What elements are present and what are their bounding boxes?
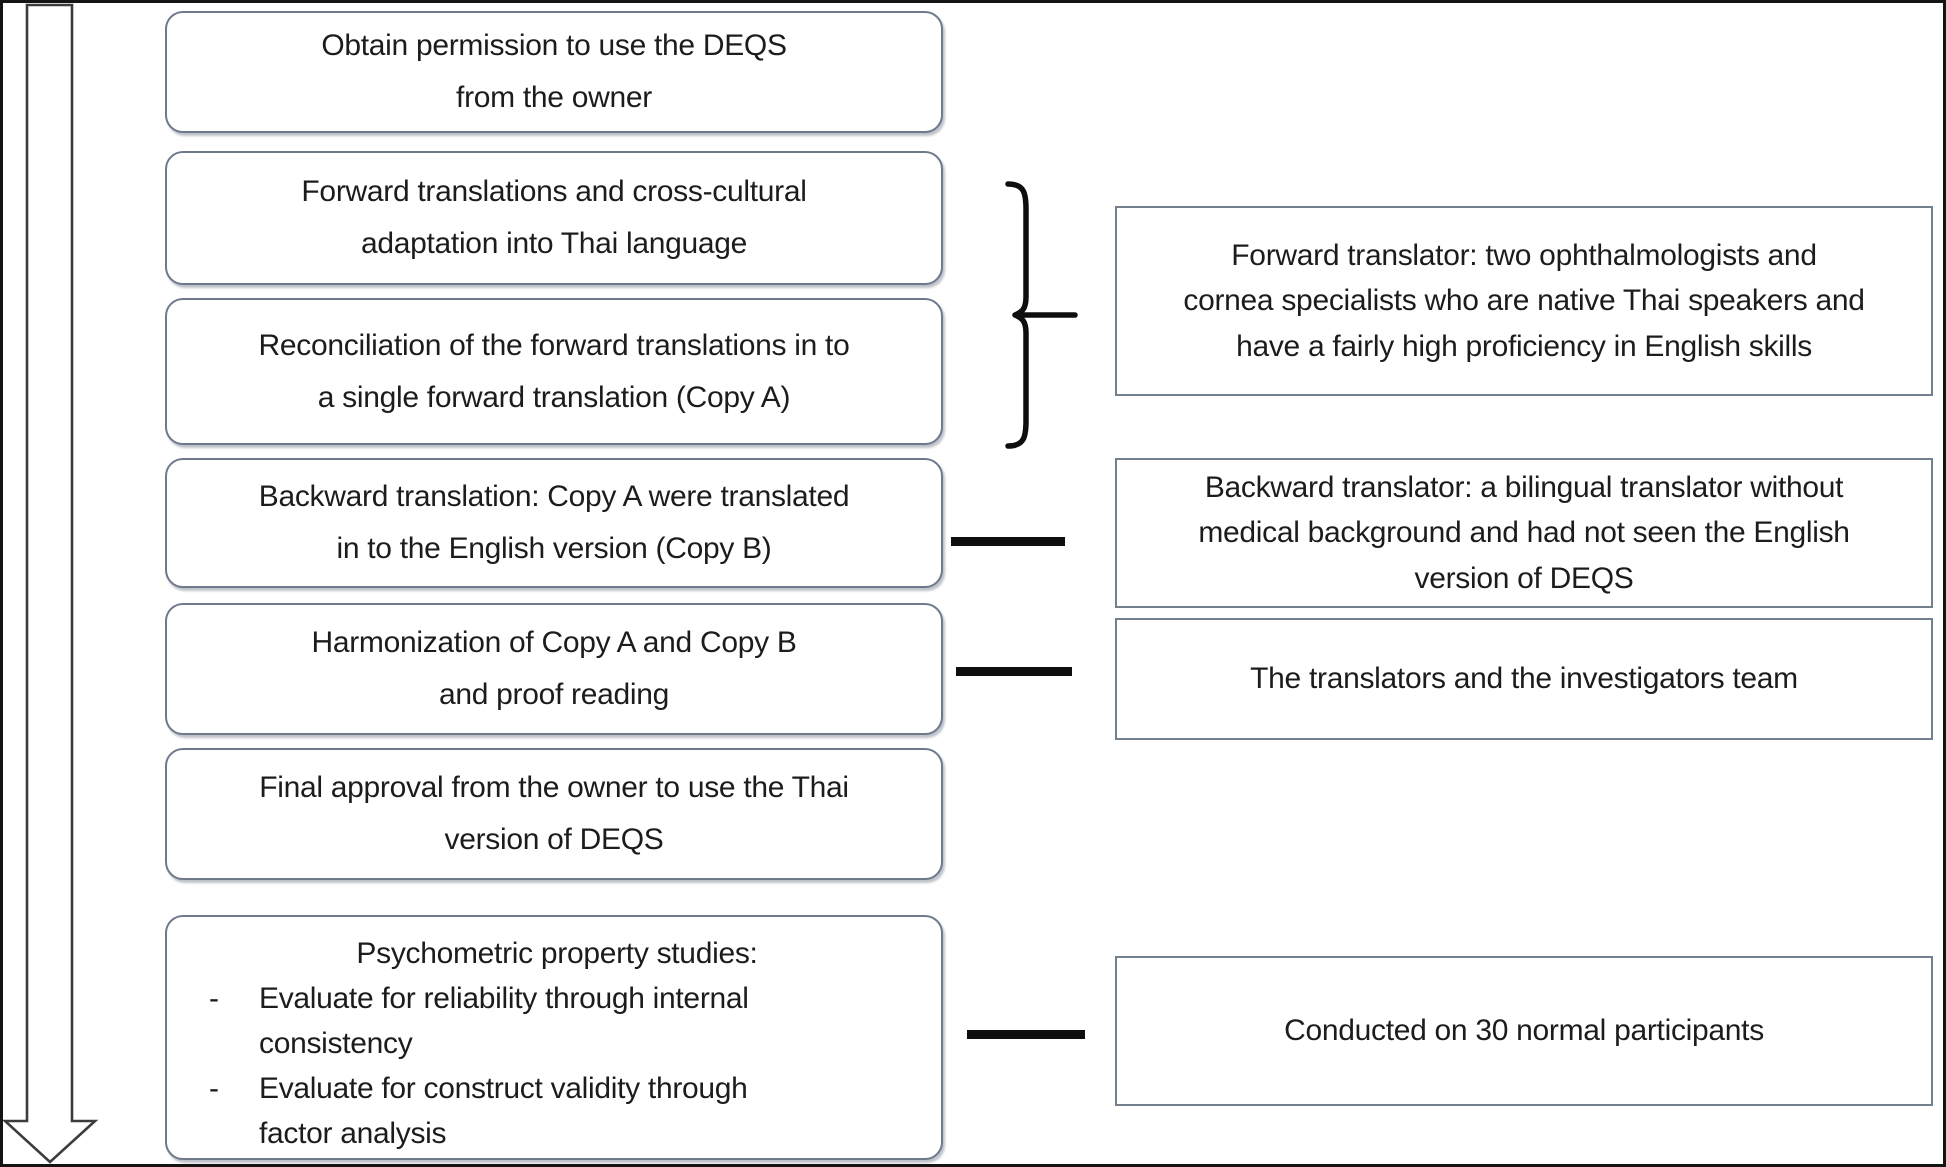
psychometric-bullet-1: - Evaluate for reliability through inter… (209, 976, 905, 1066)
flow-step-obtain-permission: Obtain permission to use the DEQS from t… (165, 11, 943, 133)
psychometric-title: Psychometric property studies: (356, 937, 758, 970)
flow-step-harmonization: Harmonization of Copy A and Copy B and p… (165, 603, 943, 735)
connector-line-harmonization (956, 667, 1072, 676)
annotation-forward-translator: Forward translator: two ophthalmologists… (1115, 206, 1933, 396)
bullet-dash: - (209, 982, 219, 1015)
curly-brace-icon (1005, 181, 1078, 449)
flow-step-backward-translation: Backward translation: Copy A were transl… (165, 458, 943, 588)
flow-step-final-approval: Final approval from the owner to use the… (165, 748, 943, 880)
connector-line-psychometric (967, 1030, 1085, 1039)
down-arrow-icon (3, 3, 99, 1164)
annotation-participants: Conducted on 30 normal participants (1115, 956, 1933, 1106)
bullet-dash: - (209, 1072, 219, 1105)
psychometric-bullet-2: - Evaluate for construct validity throug… (209, 1066, 905, 1156)
annotation-translators-team: The translators and the investigators te… (1115, 618, 1933, 740)
annotation-backward-translator: Backward translator: a bilingual transla… (1115, 458, 1933, 608)
connector-line-backward (951, 537, 1065, 546)
flow-step-forward-translation: Forward translations and cross-cultural … (165, 151, 943, 285)
flow-step-psychometric-studies: Psychometric property studies: - Evaluat… (165, 915, 943, 1160)
flow-step-reconciliation: Reconciliation of the forward translatio… (165, 298, 943, 445)
